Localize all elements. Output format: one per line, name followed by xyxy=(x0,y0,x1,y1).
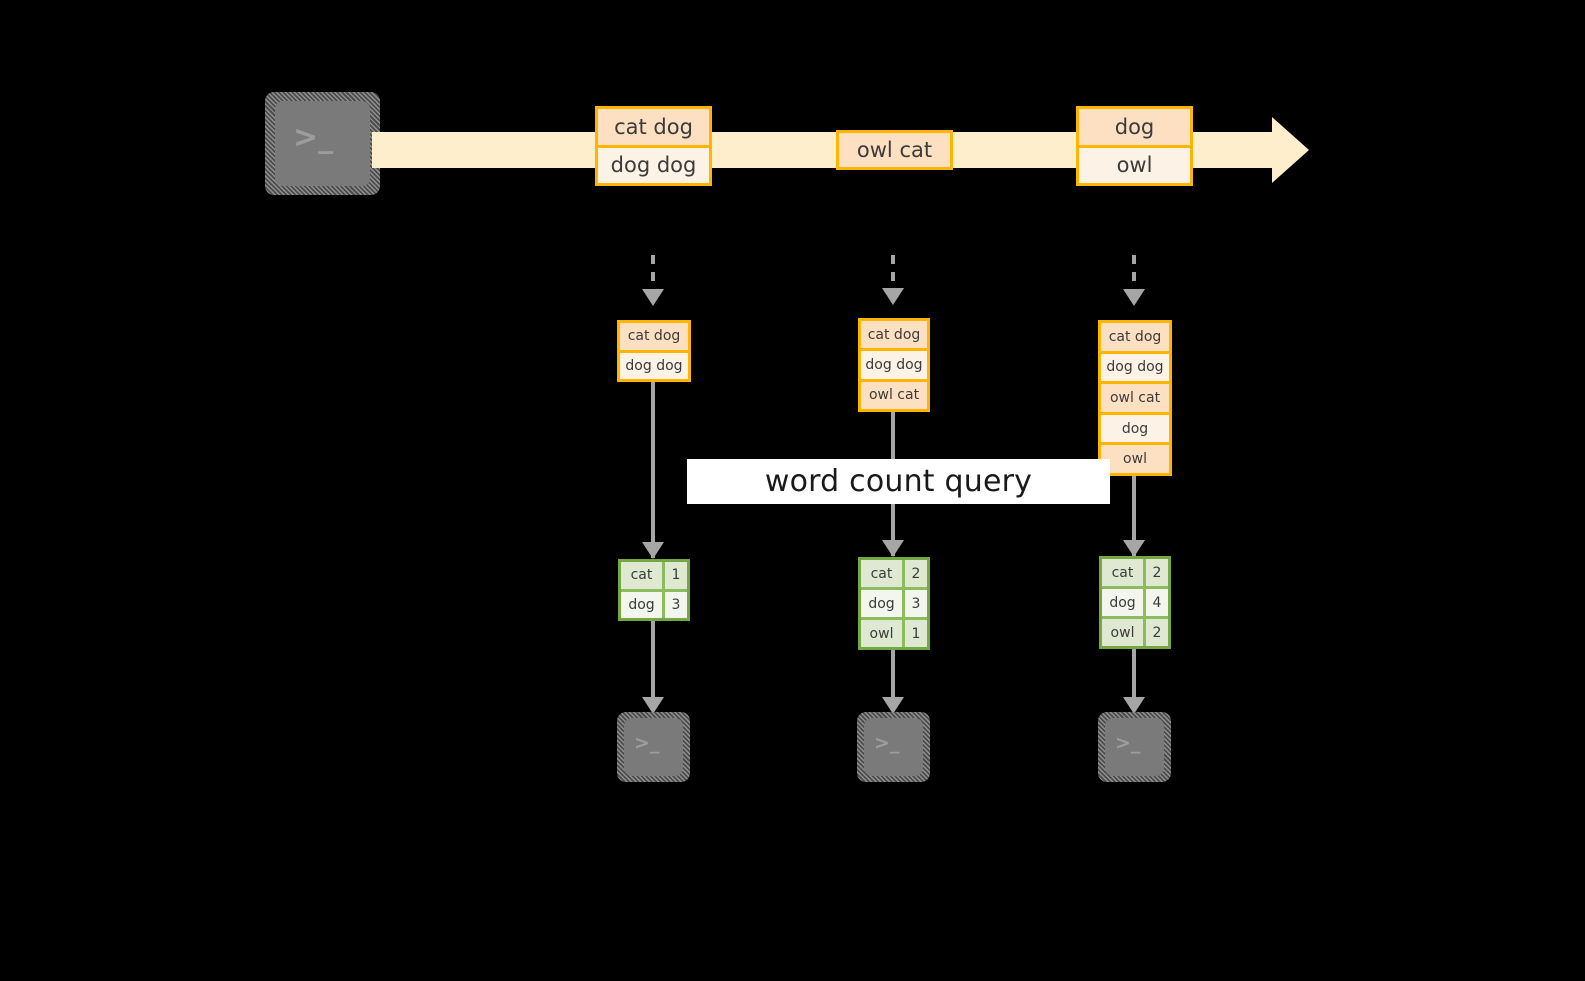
table-row: cat 2 xyxy=(861,560,927,587)
result-count-cell: 1 xyxy=(905,620,927,647)
result-count-cell: 2 xyxy=(1146,559,1168,586)
stream-event-line: owl xyxy=(1079,144,1190,183)
sink-arrow-head xyxy=(882,697,904,714)
accumulated-events-box[interactable]: cat dog dog dog owl cat xyxy=(858,318,930,412)
stream-event-box[interactable]: dog owl xyxy=(1076,106,1193,186)
query-arrow-line xyxy=(1132,476,1136,556)
stage-ingest-arrow-head xyxy=(1123,289,1145,306)
source-terminal-icon: >_ xyxy=(265,92,380,195)
accumulated-event-line: cat dog xyxy=(861,321,927,349)
accumulated-event-line: cat dog xyxy=(620,323,688,350)
query-arrow-head xyxy=(642,542,664,559)
result-count-cell: 4 xyxy=(1146,589,1168,616)
result-count-cell: 3 xyxy=(665,591,687,618)
accumulated-events-box[interactable]: cat dog dog dog owl cat dog owl xyxy=(1098,320,1172,476)
table-row: owl 2 xyxy=(1102,616,1168,646)
table-row: cat 1 xyxy=(621,562,687,589)
accumulated-events-box[interactable]: cat dog dog dog xyxy=(617,320,691,382)
stage-ingest-arrow-line xyxy=(1132,255,1136,295)
stage-ingest-arrow-head xyxy=(882,288,904,305)
result-word-cell: cat xyxy=(1102,559,1146,586)
terminal-prompt-glyph: >_ xyxy=(634,732,660,754)
stream-event-box[interactable]: owl cat xyxy=(836,130,953,170)
stage-ingest-arrow-line xyxy=(651,255,655,295)
table-row: dog 3 xyxy=(861,587,927,617)
sink-arrow-head xyxy=(1123,697,1145,714)
result-word-cell: owl xyxy=(1102,619,1146,646)
accumulated-event-line: owl cat xyxy=(861,378,927,409)
terminal-prompt-glyph: >_ xyxy=(1115,732,1141,754)
sink-arrow-line xyxy=(651,621,655,703)
terminal-screen xyxy=(275,101,370,186)
accumulated-event-line: owl xyxy=(1101,442,1169,473)
accumulated-event-line: dog dog xyxy=(861,348,927,379)
accumulated-event-line: owl cat xyxy=(1101,381,1169,412)
result-count-cell: 3 xyxy=(905,590,927,617)
stream-event-line: dog xyxy=(1079,109,1190,145)
result-word-cell: dog xyxy=(1102,589,1146,616)
event-stream-arrowhead xyxy=(1272,117,1309,183)
result-word-cell: dog xyxy=(621,591,665,618)
result-count-cell: 2 xyxy=(1146,619,1168,646)
result-word-cell: cat xyxy=(861,560,905,587)
result-word-cell: dog xyxy=(861,590,905,617)
stage-ingest-arrow-head xyxy=(642,289,664,306)
terminal-screen xyxy=(864,718,923,776)
result-word-cell: owl xyxy=(861,620,905,647)
word-count-result-table[interactable]: cat 1 dog 3 xyxy=(618,559,690,621)
sink-terminal-icon: >_ xyxy=(1098,712,1171,782)
stream-event-line: dog dog xyxy=(598,144,709,183)
query-arrow-head xyxy=(1123,540,1145,557)
stream-event-box[interactable]: cat dog dog dog xyxy=(595,106,712,186)
sink-arrow-head xyxy=(642,697,664,714)
terminal-prompt-glyph: >_ xyxy=(874,732,900,754)
sink-arrow-line xyxy=(1132,649,1136,703)
query-arrow-line xyxy=(651,382,655,558)
accumulated-event-line: dog xyxy=(1101,411,1169,443)
table-row: cat 2 xyxy=(1102,559,1168,586)
table-row: dog 3 xyxy=(621,588,687,618)
table-row: dog 4 xyxy=(1102,586,1168,616)
table-row: owl 1 xyxy=(861,617,927,647)
terminal-screen xyxy=(624,718,683,776)
stage-ingest-arrow-line xyxy=(891,255,895,295)
result-count-cell: 1 xyxy=(665,562,687,589)
accumulated-event-line: dog dog xyxy=(620,349,688,379)
sink-terminal-icon: >_ xyxy=(617,712,690,782)
query-label-text: word count query xyxy=(764,464,1033,499)
query-label-band: word count query xyxy=(687,459,1110,504)
word-count-result-table[interactable]: cat 2 dog 3 owl 1 xyxy=(858,557,930,650)
result-word-cell: cat xyxy=(621,562,665,589)
sink-terminal-icon: >_ xyxy=(857,712,930,782)
result-count-cell: 2 xyxy=(905,560,927,587)
terminal-screen xyxy=(1105,718,1164,776)
stream-event-line: owl cat xyxy=(839,133,950,167)
terminal-prompt-glyph: >_ xyxy=(293,120,334,155)
sink-arrow-line xyxy=(891,650,895,703)
query-arrow-head xyxy=(882,540,904,557)
accumulated-event-line: dog dog xyxy=(1101,350,1169,382)
stream-event-line: cat dog xyxy=(598,109,709,145)
word-count-result-table[interactable]: cat 2 dog 4 owl 2 xyxy=(1099,556,1171,649)
accumulated-event-line: cat dog xyxy=(1101,323,1169,351)
